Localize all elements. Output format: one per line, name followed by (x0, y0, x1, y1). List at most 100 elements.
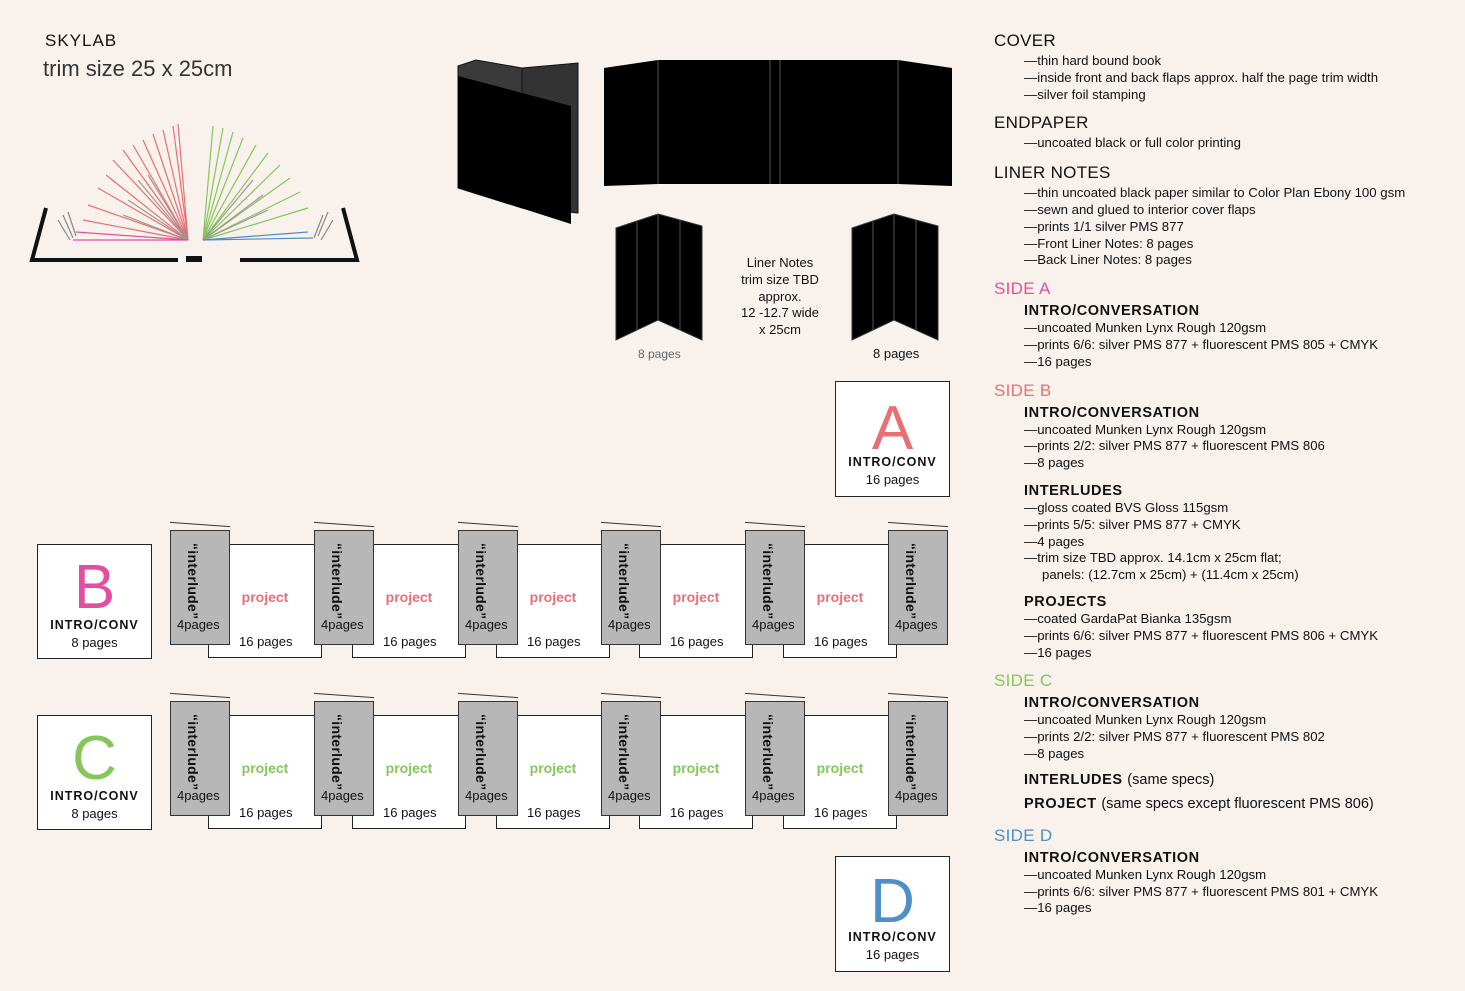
interlude-pages: 4pages (752, 617, 795, 632)
interlude-card: “interlude”4pages (170, 530, 230, 645)
interlude-label: “interlude” (760, 714, 776, 791)
interlude-card: “interlude”4pages (745, 701, 805, 816)
interlude-label: “interlude” (185, 714, 201, 791)
side-c-interludes-label: INTERLUDES (1024, 771, 1123, 788)
interlude-label: “interlude” (329, 714, 345, 791)
project-pages: 16 pages (670, 634, 724, 649)
project-pages: 16 pages (383, 634, 437, 649)
front-liner-pages: 8 pages (638, 347, 681, 361)
back-liner-pages: 8 pages (873, 346, 920, 361)
side-c-project-label: PROJECT (1024, 795, 1097, 812)
side-a-list: uncoated Munken Lynx Rough 120gsm prints… (994, 320, 1454, 370)
interlude-card: “interlude”4pages (458, 701, 518, 816)
liner-note-line: 12 -12.7 wide (740, 305, 820, 321)
interlude-pages: 4pages (608, 788, 651, 803)
interlude-card: “interlude”4pages (314, 530, 374, 645)
interlude-pages: 4pages (465, 788, 508, 803)
interlude-pages: 4pages (321, 617, 364, 632)
project-label: project (385, 760, 433, 776)
interlude-card: “interlude”4pages (888, 701, 948, 816)
side-b-subheading: INTRO/CONVERSATION (1024, 404, 1200, 421)
back-liner-notes-illustration (851, 213, 939, 341)
open-book-illustration (29, 123, 360, 262)
side-b-letter: B (73, 553, 116, 622)
liner-notes-list: thin uncoated black paper similar to Col… (994, 185, 1454, 269)
projects-list: coated GardaPat Bianka 135gsm prints 6/6… (994, 611, 1454, 661)
side-b-heading: SIDE B (994, 380, 1052, 400)
spec-item: prints 5/5: silver PMS 877 + CMYK (1024, 517, 1454, 534)
spec-item: inside front and back flaps approx. half… (1024, 70, 1454, 87)
liner-notes-caption: Liner Notes trim size TBD approx. 12 -12… (728, 255, 832, 339)
project-label: project (816, 589, 864, 605)
side-b-pages: 8 pages (71, 635, 118, 650)
spec-item: prints 2/2: silver PMS 877 + fluorescent… (1024, 729, 1454, 746)
endpaper-heading: ENDPAPER (994, 113, 1089, 133)
liner-notes-heading: LINER NOTES (994, 163, 1111, 183)
interludes-subheading: INTERLUDES (1024, 482, 1123, 499)
side-b-box: B INTRO/CONV 8 pages (37, 544, 152, 659)
spec-item: uncoated Munken Lynx Rough 120gsm (1024, 422, 1454, 439)
side-d-list: uncoated Munken Lynx Rough 120gsm prints… (994, 867, 1454, 917)
spec-item: Back Liner Notes: 8 pages (1024, 252, 1454, 269)
liner-note-line: Liner Notes (746, 255, 814, 270)
spec-item: uncoated black or full color printing (1024, 135, 1454, 152)
side-c-interludes-note: (same specs) (1127, 771, 1215, 788)
project-pages: 16 pages (670, 805, 724, 820)
spec-item: uncoated Munken Lynx Rough 120gsm (1024, 867, 1454, 884)
spec-item: uncoated Munken Lynx Rough 120gsm (1024, 320, 1454, 337)
front-liner-notes-illustration (615, 213, 703, 341)
side-d-heading: SIDE D (994, 825, 1053, 845)
liner-note-line: approx. (758, 288, 802, 304)
interlude-card: “interlude”4pages (458, 530, 518, 645)
side-c-pages: 8 pages (71, 806, 118, 821)
side-d-letter: D (870, 867, 915, 936)
side-c-box: C INTRO/CONV 8 pages (37, 715, 152, 830)
side-c-heading: SIDE C (994, 671, 1053, 691)
side-a-heading: SIDE A (994, 279, 1051, 299)
spec-item: 16 pages (1024, 900, 1454, 917)
spec-item: 16 pages (1024, 354, 1454, 371)
spec-item: prints 1/1 silver PMS 877 (1024, 219, 1454, 236)
spec-item: prints 2/2: silver PMS 877 + fluorescent… (1024, 438, 1454, 455)
project-pages: 16 pages (239, 805, 293, 820)
liner-note-line: trim size TBD (741, 271, 819, 287)
project-pages: 16 pages (527, 805, 581, 820)
project-label: project (385, 589, 433, 605)
interlude-pages: 4pages (177, 788, 220, 803)
project-label: project (241, 589, 289, 605)
side-a-letter: A (871, 394, 914, 463)
side-c-project: PROJECT (same specs except fluorescent P… (1024, 795, 1454, 813)
side-c-letter: C (72, 724, 117, 793)
interlude-label: “interlude” (903, 714, 919, 791)
interlude-card: “interlude”4pages (170, 701, 230, 816)
interlude-pages: 4pages (608, 617, 651, 632)
interlude-card: “interlude”4pages (314, 701, 374, 816)
spec-item: prints 6/6: silver PMS 877 + fluorescent… (1024, 628, 1454, 645)
interlude-card: “interlude”4pages (601, 701, 661, 816)
side-a-box: A INTRO/CONV 16 pages (835, 381, 950, 497)
interlude-card: “interlude”4pages (601, 530, 661, 645)
side-b-list: uncoated Munken Lynx Rough 120gsm prints… (994, 422, 1454, 472)
folded-cover-illustration (457, 59, 579, 224)
interlude-label: “interlude” (760, 543, 776, 620)
interlude-pages: 4pages (895, 617, 938, 632)
side-d-box: D INTRO/CONV 16 pages (835, 856, 950, 972)
spec-item: 16 pages (1024, 645, 1454, 662)
project-pages: 16 pages (527, 634, 581, 649)
liner-note-line: x 25cm (759, 322, 801, 338)
spec-item: uncoated Munken Lynx Rough 120gsm (1024, 712, 1454, 729)
interlude-label: “interlude” (185, 543, 201, 620)
interlude-label: “interlude” (616, 543, 632, 620)
side-d-pages: 16 pages (865, 947, 920, 962)
side-a-subheading: INTRO/CONVERSATION (1024, 303, 1200, 320)
spec-item: prints 6/6: silver PMS 877 + fluorescent… (1024, 337, 1454, 354)
spec-item: Front Liner Notes: 8 pages (1024, 236, 1454, 253)
spec-item: gloss coated BVS Gloss 115gsm (1024, 500, 1454, 517)
interlude-card: “interlude”4pages (745, 530, 805, 645)
side-a-pages: 16 pages (865, 472, 920, 487)
interlude-pages: 4pages (321, 788, 364, 803)
interlude-label: “interlude” (473, 714, 489, 791)
project-label: project (672, 760, 720, 776)
project-pages: 16 pages (383, 805, 437, 820)
interlude-card: “interlude”4pages (888, 530, 948, 645)
